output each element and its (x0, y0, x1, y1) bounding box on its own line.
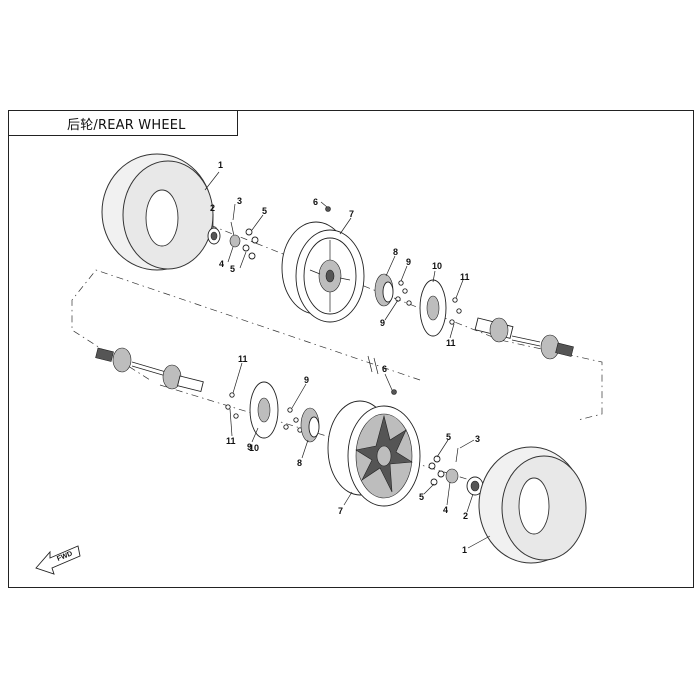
callout-screw-bot-b: 11 (226, 436, 236, 446)
valve-stem-top (325, 206, 331, 212)
assembly-axis (71, 224, 603, 421)
callout-valve-top: 6 (313, 197, 318, 207)
brake-disc-bottom (249, 381, 279, 439)
callout-bolt-top-b: 9 (380, 318, 385, 328)
hub-top (374, 273, 394, 307)
callout-cap-bot: 2 (463, 511, 468, 521)
hub-bolts-top (395, 280, 412, 306)
callout-pin-top: 3 (237, 196, 242, 206)
fwd-arrow-icon: FWD (35, 545, 81, 575)
callout-disc-top: 10 (432, 261, 442, 271)
wheel-cap-top (207, 227, 221, 245)
castle-nut-top (229, 234, 241, 248)
disc-screws-top (449, 297, 462, 325)
tire-top (101, 153, 214, 271)
callout-bolt-top-a: 9 (406, 257, 411, 267)
callout-screw-bot-a: 11 (238, 354, 248, 364)
hub-bottom (300, 407, 320, 443)
callout-tire-bot: 1 (462, 545, 467, 555)
callout-nut-bot: 4 (443, 505, 448, 515)
callout-tire-top: 1 (218, 160, 223, 170)
drive-shaft-bottom (95, 347, 204, 393)
callout-stud-top-b: 5 (230, 264, 235, 274)
callout-screw-top-b: 11 (446, 338, 456, 348)
rim-bottom (327, 400, 421, 507)
cotter-pin-bottom (455, 447, 459, 463)
axis-break-mark (367, 355, 379, 375)
hub-bolts-bottom (283, 407, 303, 433)
callout-cap-top: 2 (210, 203, 215, 213)
rim-top (281, 221, 365, 323)
callout-nut-top: 4 (219, 259, 224, 269)
wheel-studs-bottom (428, 455, 445, 486)
wheel-cap-bottom (466, 476, 484, 496)
callout-stud-bot-a: 5 (446, 432, 451, 442)
callout-rim-bot: 7 (338, 506, 343, 516)
callout-disc-bot: 10 (249, 443, 259, 453)
drive-shaft-top (474, 317, 574, 360)
valve-stem-bottom (391, 389, 397, 395)
tire-bottom (478, 446, 587, 564)
cotter-pin-top (230, 221, 235, 237)
callout-valve-bot: 6 (382, 364, 387, 374)
callout-stud-bot-b: 5 (419, 492, 424, 502)
callout-screw-top-a: 11 (460, 272, 470, 282)
wheel-studs-top (242, 228, 259, 260)
diagram-title: 后轮/REAR WHEEL (8, 110, 238, 136)
callout-pin-bot: 3 (475, 434, 480, 444)
callouts: 1 2 3 4 5 5 6 7 8 9 9 10 11 11 11 11 9 9… (210, 160, 480, 555)
callout-stud-top-a: 5 (262, 206, 267, 216)
callout-bolt-bot-b: 9 (247, 442, 252, 452)
callout-hub-top: 8 (393, 247, 398, 257)
callout-hub-bot: 8 (297, 458, 302, 468)
callout-bolt-bot-a: 9 (304, 375, 309, 385)
castle-nut-bottom (445, 468, 459, 484)
callout-rim-top: 7 (349, 209, 354, 219)
diagram-frame (8, 110, 694, 588)
leader-lines (204, 171, 491, 549)
disc-screws-bottom (225, 392, 239, 419)
brake-disc-top (419, 279, 447, 337)
